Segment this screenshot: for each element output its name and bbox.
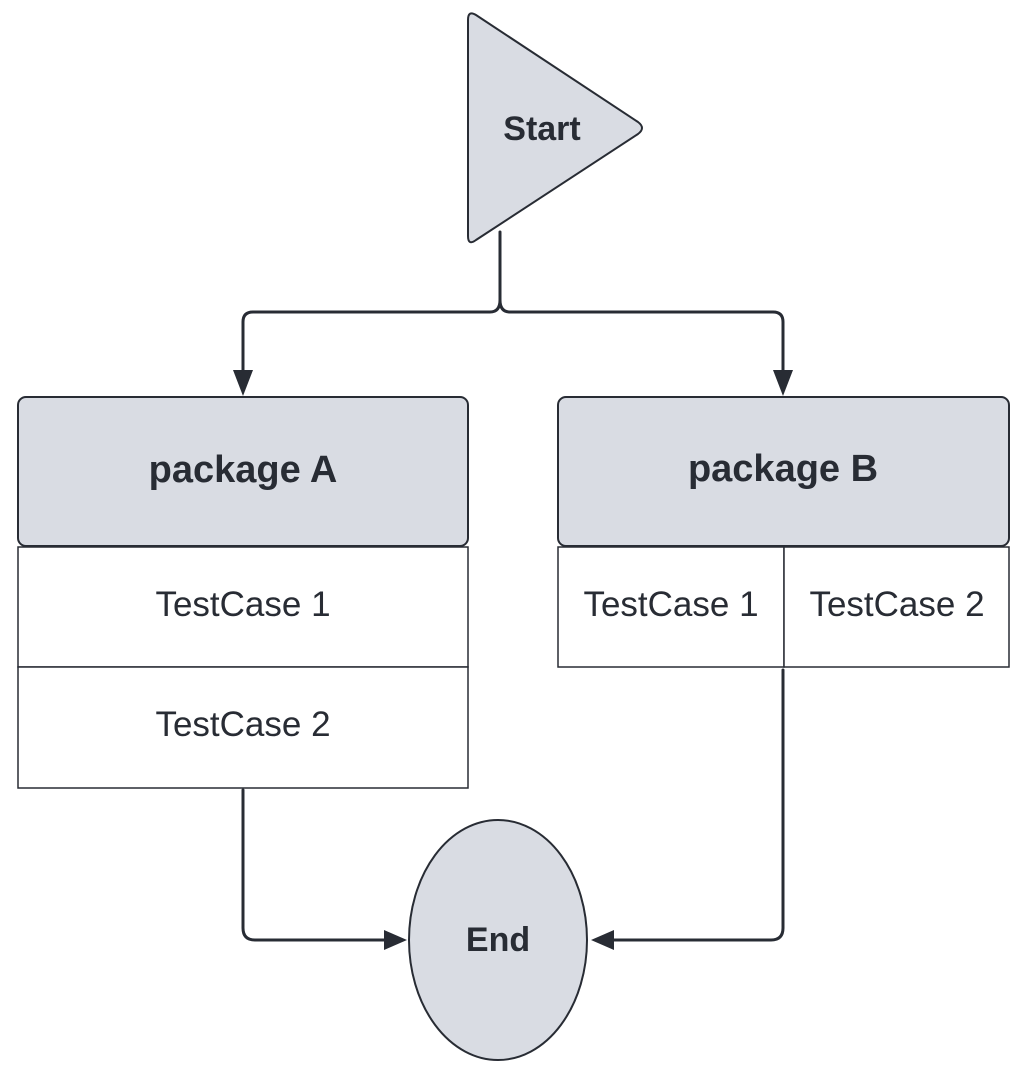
edge-package-a-to-end — [241, 788, 386, 942]
start-node: Start — [467, 12, 643, 244]
package-a-node: package A TestCase 1 TestCase 2 — [17, 396, 469, 789]
start-triangle — [467, 12, 643, 244]
arrowhead-b-to-end — [591, 930, 614, 950]
package-a-header — [17, 396, 469, 547]
package-b-testcase-2-label: TestCase 2 — [809, 585, 984, 624]
arrowhead-a-to-end — [384, 930, 407, 950]
arrowhead-to-package-b — [773, 370, 793, 396]
end-ellipse — [408, 819, 588, 1061]
arrowhead-to-package-a — [233, 370, 253, 396]
package-a-testcase-2-label: TestCase 2 — [155, 705, 330, 744]
edge-start-to-split — [241, 230, 502, 372]
package-a-testcase-2-cell — [17, 666, 469, 789]
package-a-testcase-1-cell — [17, 546, 469, 668]
end-node: End — [408, 819, 588, 1061]
package-a-title: package A — [149, 449, 338, 491]
start-label: Start — [503, 110, 580, 148]
end-label: End — [466, 921, 530, 959]
package-b-testcase-1-label: TestCase 1 — [583, 585, 758, 624]
package-b-testcase-1-cell — [557, 546, 785, 668]
package-a-testcase-1-label: TestCase 1 — [155, 585, 330, 624]
edge-package-b-to-end — [612, 668, 785, 942]
package-b-title: package B — [688, 448, 878, 490]
package-b-node: package B TestCase 1 TestCase 2 — [557, 396, 1010, 668]
package-b-testcase-2-cell — [783, 546, 1010, 668]
package-b-header — [557, 396, 1010, 547]
edge-split-to-package-b — [498, 298, 785, 372]
